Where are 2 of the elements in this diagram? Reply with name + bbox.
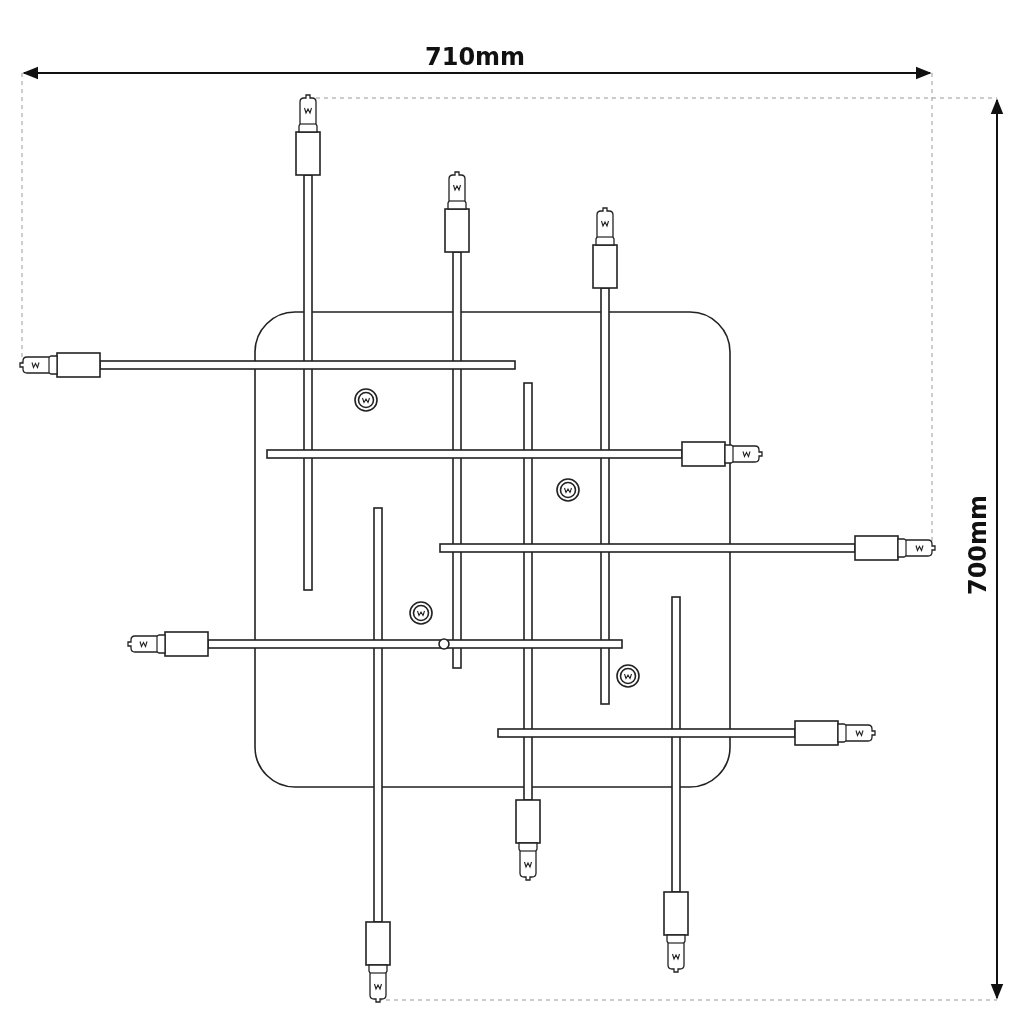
dimension-label: 700mm: [966, 494, 991, 596]
dimension-label: 710mm: [425, 45, 526, 69]
